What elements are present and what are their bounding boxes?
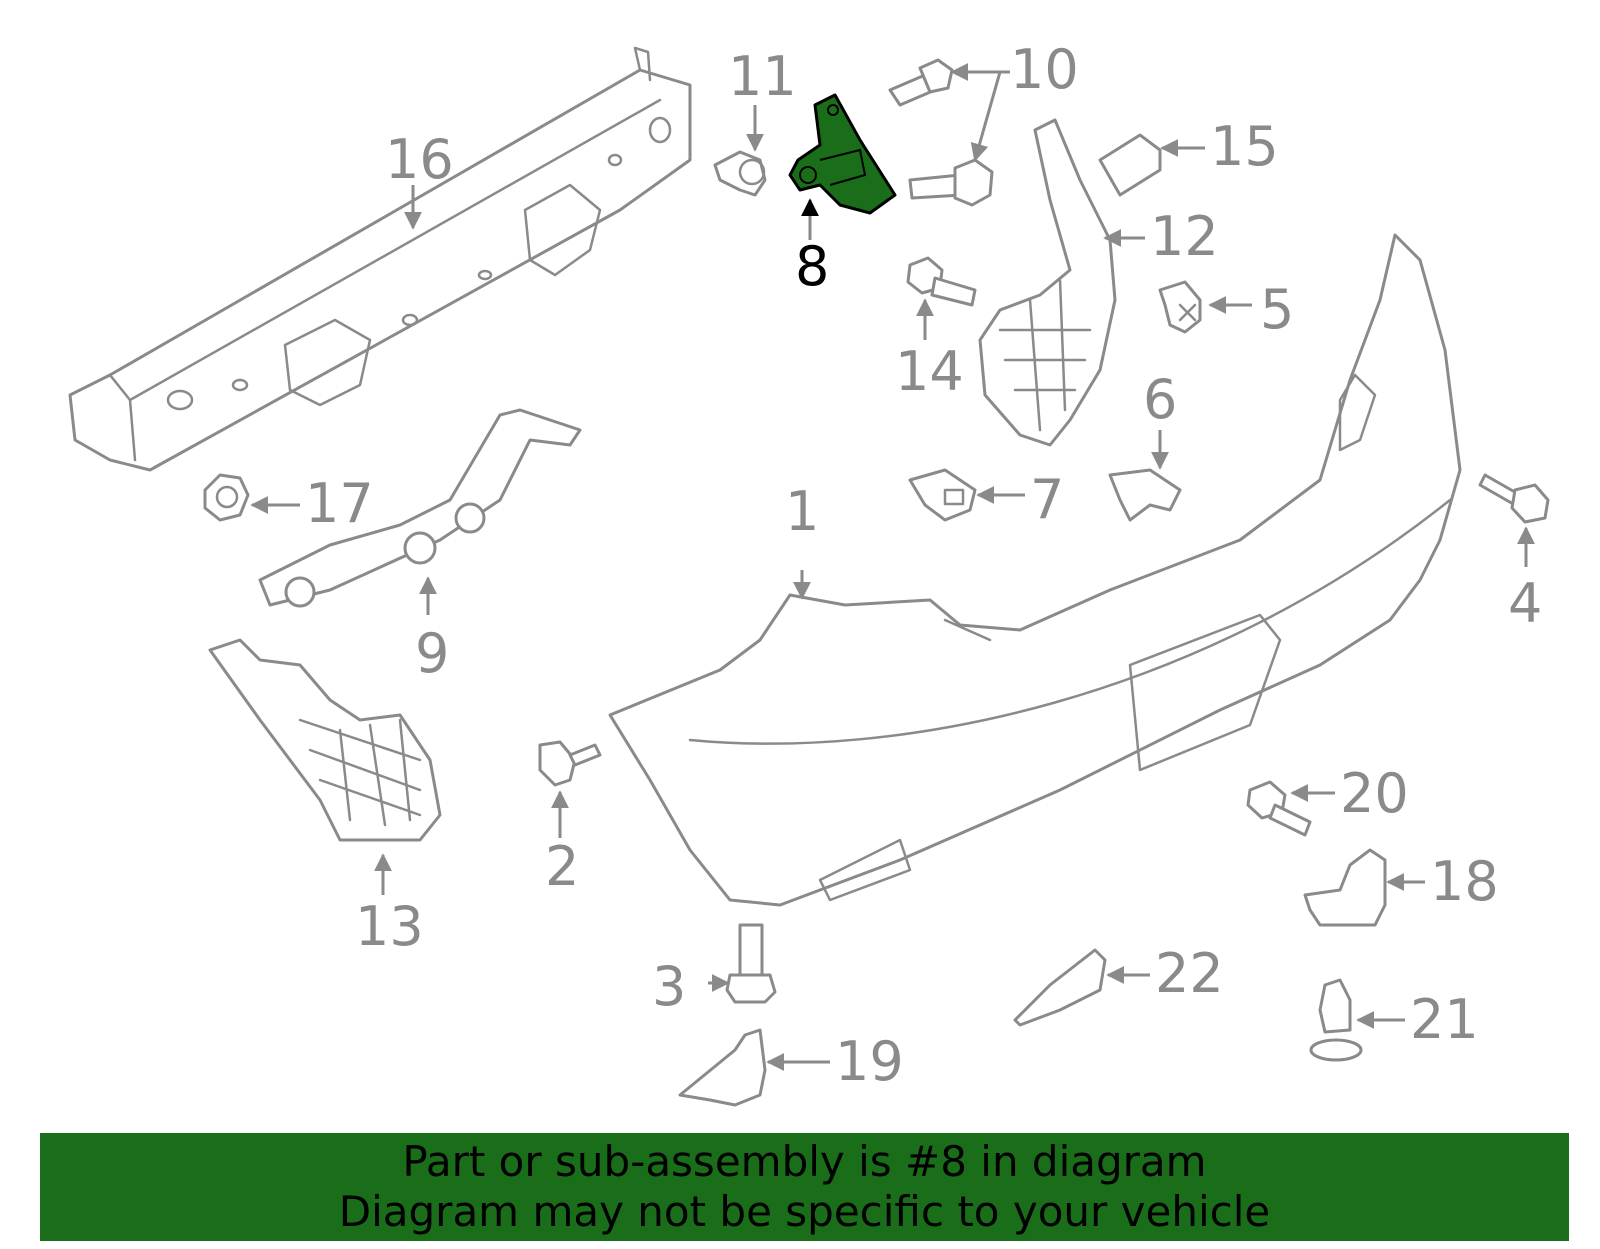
callout-21: 21 [1410,988,1479,1051]
part-17-nut [203,473,250,522]
callout-13: 13 [355,895,424,958]
part-21-clip [1309,978,1363,1062]
banner-line-2: Diagram may not be specific to your vehi… [338,1187,1271,1236]
part-5-push-clip [1158,280,1202,334]
part-6-clip [1108,468,1182,522]
callout-20: 20 [1340,762,1409,825]
callout-19: 19 [835,1030,904,1093]
callout-14: 14 [895,340,964,403]
callout-6: 6 [1143,368,1177,431]
callout-12: 12 [1150,205,1219,268]
part-18-bracket [1303,848,1387,927]
part-2-push-pin [538,740,602,787]
callout-8: 8 [795,235,829,298]
callout-5: 5 [1260,278,1294,341]
callout-15: 15 [1210,115,1279,178]
callout-7: 7 [1030,468,1064,531]
part-22-cover [1013,948,1107,1027]
part-13-side-bracket [208,638,442,842]
callout-22: 22 [1155,942,1224,1005]
callout-17: 17 [305,472,374,535]
callout-16: 16 [385,128,454,191]
part-9-bracket [258,408,582,608]
callout-10: 10 [1010,38,1079,101]
callout-2: 2 [545,835,579,898]
part-19-bracket [678,1028,767,1107]
info-banner: Part or sub-assembly is #8 in diagram Di… [40,1133,1569,1241]
callout-11: 11 [728,45,797,108]
banner-line-1: Part or sub-assembly is #8 in diagram [402,1137,1207,1186]
part-1-bumper-cover [608,233,1462,907]
part-10-bolts [888,58,994,207]
part-20-bolt [1246,780,1312,837]
callout-labels: 1 2 3 4 5 6 7 8 9 10 11 12 13 14 15 16 1… [305,38,1542,1093]
part-7-clip [908,468,977,522]
callout-4: 4 [1508,572,1542,635]
part-3-bolt [725,923,777,1004]
part-14-bolt [906,256,977,307]
part-4-bolt [1478,473,1550,524]
callout-18: 18 [1430,850,1499,913]
part-12-side-bracket [978,118,1117,447]
part-8-bracket-highlighted [788,93,897,215]
part-15-pad [1098,133,1162,197]
leader-arrows [250,63,1535,1071]
part-16-reinforcement-beam [68,46,692,472]
callout-9: 9 [415,622,449,685]
part-11-clip [713,150,767,197]
callout-1: 1 [785,480,819,543]
callout-3: 3 [652,955,686,1018]
